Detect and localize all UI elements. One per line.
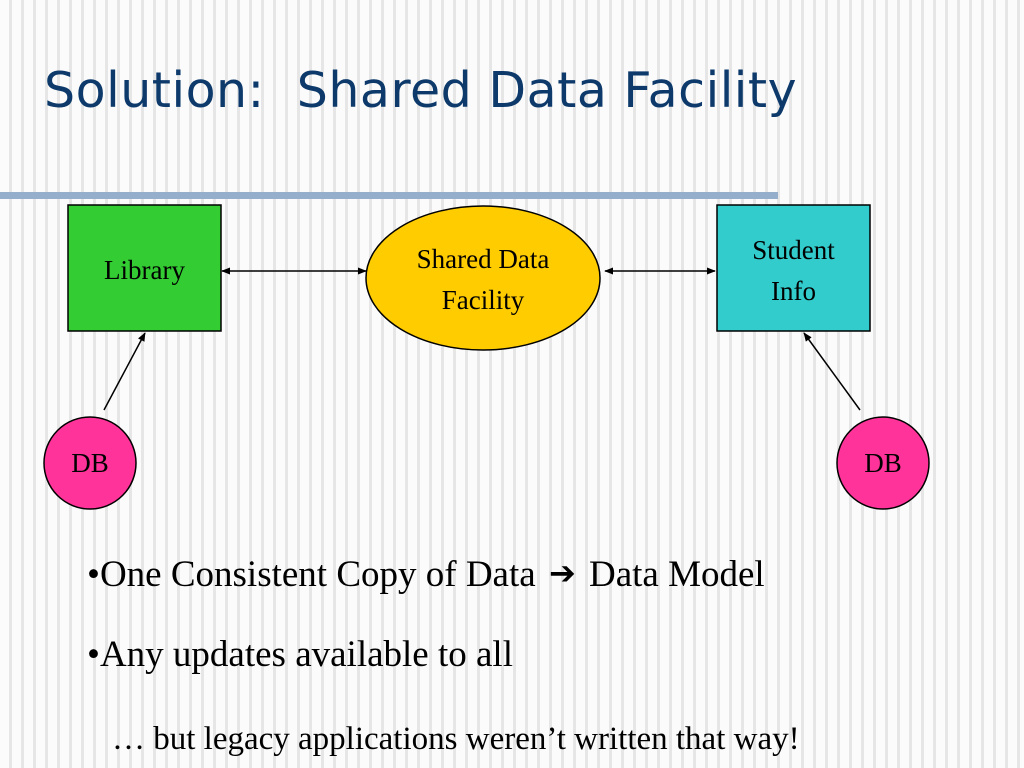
db-right-label: DB	[864, 448, 902, 478]
library-box	[67, 204, 222, 332]
library-node: Library	[67, 204, 222, 332]
bullet-1-prefix: •One Consistent Copy of Data	[87, 554, 536, 595]
shared-data-facility-label-line-2: Facility	[442, 285, 525, 315]
title-underline-bar	[0, 192, 778, 199]
legacy-note: … but legacy applications weren’t writte…	[112, 721, 800, 757]
bullet-one-consistent-copy: •One Consistent Copy of Data ➔ Data Mode…	[87, 553, 765, 596]
bullet-1-suffix: Data Model	[589, 554, 765, 595]
db-left-label: DB	[71, 448, 109, 478]
shared-data-facility-node: Shared Data Facility	[365, 205, 601, 351]
db-left-node: DB	[43, 416, 137, 510]
edge-db-left-library	[103, 332, 146, 411]
right-arrow-icon: ➔	[548, 554, 576, 592]
library-label: Library	[104, 255, 185, 285]
bullet-any-updates: •Any updates available to all	[87, 634, 513, 675]
shared-data-facility-ellipse	[365, 205, 601, 351]
edge-db-right-student-info	[803, 332, 861, 411]
shared-data-facility-label-line-1: Shared Data	[417, 244, 550, 274]
db-right-circle	[836, 416, 930, 510]
db-right-node: DB	[836, 416, 930, 510]
db-left-circle	[43, 416, 137, 510]
student-info-label-line-2: Info	[771, 276, 816, 306]
student-info-box	[716, 204, 871, 332]
slide-title: Solution: Shared Data Facility	[44, 62, 798, 119]
student-info-label-line-1: Student	[752, 235, 835, 265]
architecture-diagram: Library Shared Data Facility Student Inf…	[43, 204, 930, 510]
student-info-node: Student Info	[716, 204, 871, 332]
